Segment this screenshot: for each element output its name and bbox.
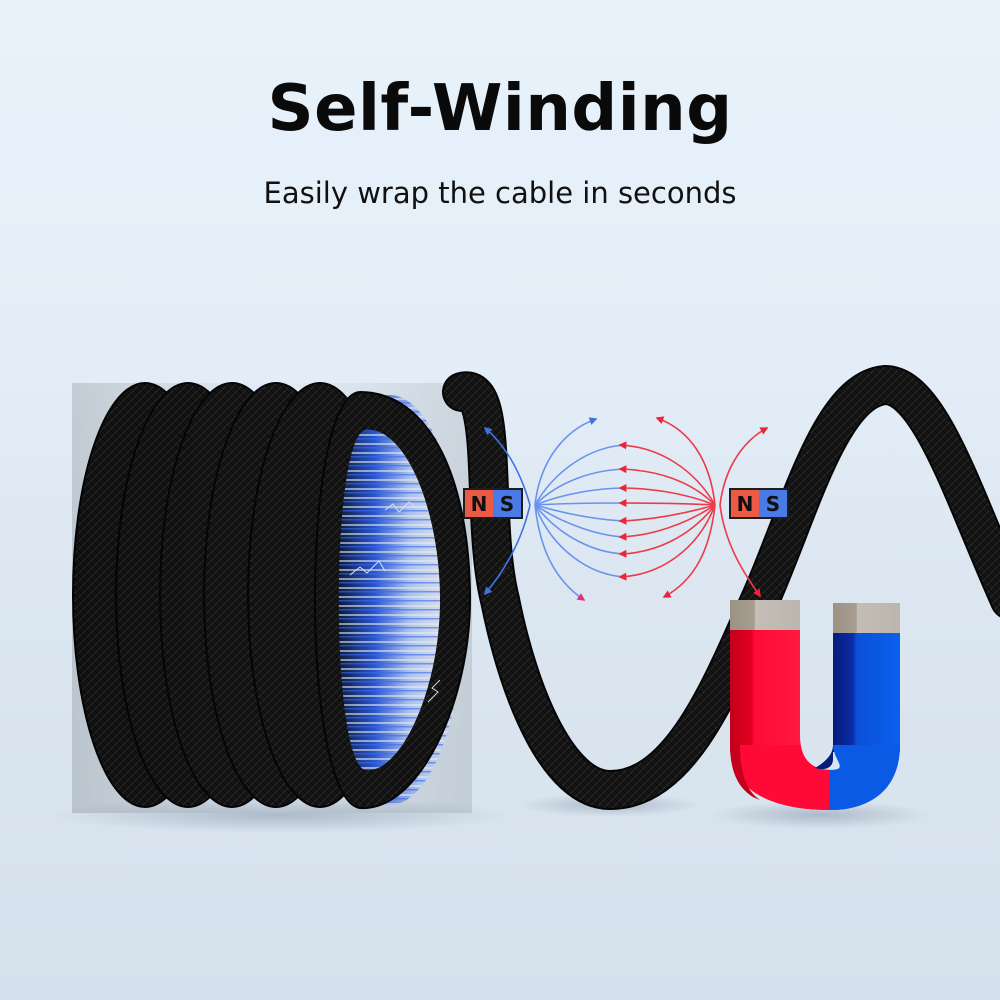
south-pole-text: S [759, 490, 787, 517]
right-pole-label: N S [729, 488, 789, 519]
trailing-cable [442, 364, 1000, 811]
horseshoe-magnet [730, 600, 900, 810]
magnet-shadow [710, 801, 930, 829]
coiled-cable [72, 382, 472, 813]
headline: Self-Winding [267, 72, 733, 146]
magnetic-field-lines [483, 416, 769, 601]
north-pole-text: N [465, 490, 493, 517]
subheadline: Easily wrap the cable in seconds [263, 176, 737, 210]
north-pole-text: N [731, 490, 759, 517]
south-pole-text: S [493, 490, 521, 517]
left-pole-label: N S [463, 488, 523, 519]
